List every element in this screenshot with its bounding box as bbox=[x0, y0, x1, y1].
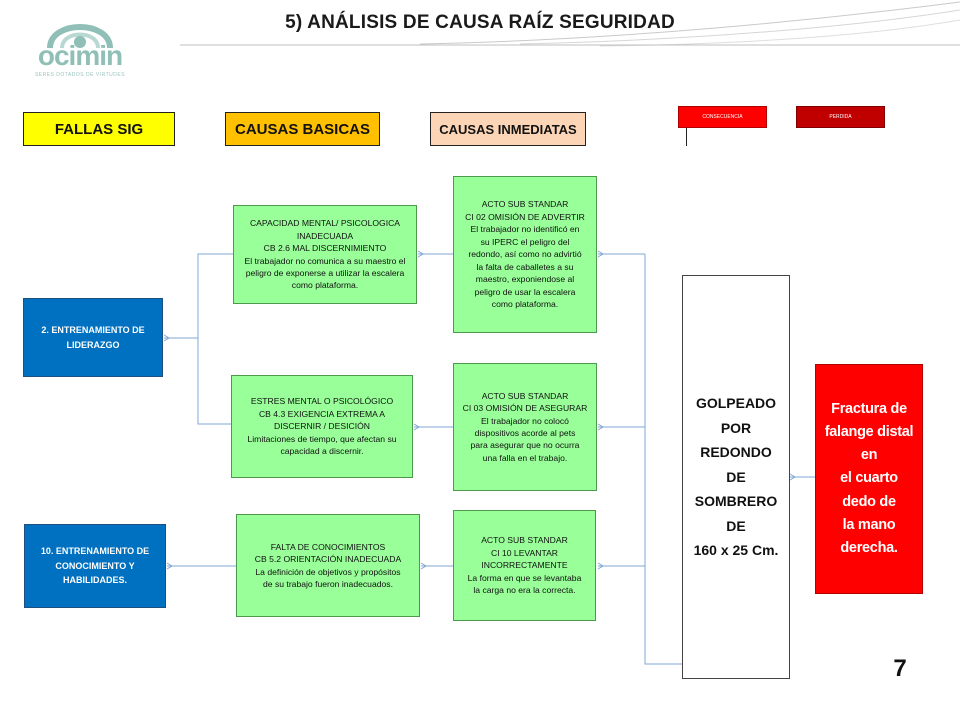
causa-inmediata-line: dispositivos acorde al pets bbox=[474, 428, 576, 438]
causa-inmediata-line: ACTO SUB STANDAR bbox=[481, 535, 568, 546]
causa-inmediata-omision-advertir: ACTO SUB STANDAR CI 02 OMISIÓN DE ADVERT… bbox=[453, 176, 597, 333]
perdida-line: falange distal en bbox=[824, 424, 914, 464]
header-causas-inmediatas: CAUSAS INMEDIATAS bbox=[430, 112, 586, 146]
causa-inmediata-line: para asegurar que no ocurra bbox=[470, 440, 580, 451]
causa-basica-line: CB 4.3 EXIGENCIA EXTREMA A bbox=[258, 408, 386, 419]
causa-basica-line: La definición de objetivos y propósitos bbox=[255, 566, 401, 577]
evento-line: 160 x 25 Cm. bbox=[693, 542, 779, 559]
connector-cb1-falla1 bbox=[197, 253, 233, 338]
causa-inmediata-line: CI 02 OMISIÓN DE ADVERTIR bbox=[465, 211, 585, 222]
page-title: 5) ANÁLISIS DE CAUSA RAÍZ SEGURIDAD bbox=[285, 12, 675, 33]
causa-inmediata-line: El trabajador no identificó en bbox=[470, 224, 580, 235]
evento-golpeado: GOLPEADO POR REDONDO DE SOMBRERO DE 160 … bbox=[682, 275, 790, 679]
perdida-line: el cuarto dedo de bbox=[840, 470, 898, 510]
causa-basica-line: como plataforma. bbox=[291, 280, 359, 291]
causa-inmediata-line: CI 03 OMISIÓN DE ASEGURAR bbox=[462, 403, 588, 414]
logo-tagline: SERES DOTADOS DE VIRTUDES bbox=[34, 72, 126, 78]
causa-basica-line: peligro de exponerse a utilizar la escal… bbox=[245, 267, 405, 278]
causa-basica-estres-mental: ESTRES MENTAL O PSICOLÓGICO CB 4.3 EXIGE… bbox=[231, 375, 413, 478]
causa-inmediata-line: El trabajador no colocó bbox=[481, 415, 569, 426]
causa-basica-line: El trabajador no comunica a su maestro e… bbox=[244, 255, 406, 266]
causa-basica-line: de su trabajo fueron inadecuados. bbox=[263, 578, 393, 589]
causa-basica-capacidad-mental: CAPACIDAD MENTAL/ PSICOLOGICA INADECUADA… bbox=[233, 205, 417, 304]
causa-inmediata-line: como plataforma. bbox=[491, 299, 559, 310]
causa-inmediata-line: ACTO SUB STANDAR bbox=[481, 199, 569, 210]
causa-inmediata-levantar-incorrectamente: ACTO SUB STANDAR CI 10 LEVANTAR INCORREC… bbox=[453, 510, 596, 621]
causa-inmediata-line: La forma en que se levantaba bbox=[467, 572, 582, 583]
causa-basica-line: CB 2.6 MAL DISCERNIMIENTO bbox=[263, 243, 387, 254]
causa-basica-line: Limitaciones de tiempo, que afectan su bbox=[247, 433, 397, 444]
causa-basica-line: DISCERNIR / DESICIÓN bbox=[274, 421, 370, 432]
header-fallas-sig: FALLAS SIG bbox=[23, 112, 175, 146]
causa-inmediata-line: su IPERC el peligro del bbox=[480, 236, 570, 247]
causa-inmediata-line: ACTO SUB STANDAR bbox=[481, 390, 569, 401]
page-number: 7 bbox=[893, 655, 907, 682]
legend-item-consecuencia: CONSECUENCIA bbox=[678, 106, 767, 128]
causa-inmediata-line: redondo, así como no advirtió bbox=[468, 249, 582, 260]
falla-sig-line: HABILIDADES. bbox=[62, 575, 127, 586]
perdida-line: la mano derecha. bbox=[840, 516, 898, 556]
connector-cb2-falla1 bbox=[197, 338, 231, 425]
falla-sig-line: LIDERAZGO bbox=[66, 339, 120, 350]
causa-inmediata-line: peligro de usar la escalera bbox=[474, 286, 576, 297]
causa-inmediata-line: la falta de caballetes a su bbox=[476, 261, 574, 272]
evento-line: SOMBRERO DE bbox=[694, 493, 778, 534]
legend-tick bbox=[686, 128, 687, 146]
logo-wordmark: ocimin bbox=[37, 40, 123, 71]
causa-basica-line: FALTA DE CONOCIMIENTOS bbox=[270, 541, 386, 552]
causa-basica-line: CB 5.2 ORIENTACIÓN INADECUADA bbox=[254, 554, 402, 565]
causa-inmediata-omision-asegurar: ACTO SUB STANDAR CI 03 OMISIÓN DE ASEGUR… bbox=[453, 363, 597, 491]
causa-basica-line: CAPACIDAD MENTAL/ PSICOLOGICA bbox=[249, 218, 401, 229]
evento-line: REDONDO DE bbox=[700, 444, 772, 485]
causa-basica-line: INADECUADA bbox=[296, 230, 354, 241]
causa-inmediata-line: una falla en el trabajo. bbox=[482, 452, 568, 463]
causa-inmediata-line: INCORRECTAMENTE bbox=[481, 560, 568, 571]
falla-sig-line: 2. ENTRENAMIENTO DE bbox=[41, 325, 145, 336]
legend-item-perdida: PERDIDA bbox=[796, 106, 885, 128]
perdida-fractura: Fractura de falange distal en el cuarto … bbox=[815, 364, 923, 594]
evento-line: GOLPEADO POR bbox=[695, 395, 777, 436]
header-causas-basicas: CAUSAS BASICAS bbox=[225, 112, 380, 146]
causa-basica-line: ESTRES MENTAL O PSICOLÓGICO bbox=[250, 396, 394, 407]
falla-sig-entrenamiento-conocimiento: 10. ENTRENAMIENTO DE CONOCIMIENTO Y HABI… bbox=[24, 524, 166, 608]
causa-basica-falta-conocimientos: FALTA DE CONOCIMIENTOS CB 5.2 ORIENTACIÓ… bbox=[236, 514, 420, 617]
falla-sig-line: 10. ENTRENAMIENTO DE bbox=[40, 546, 150, 557]
ocimin-logo-icon bbox=[47, 24, 113, 49]
causa-inmediata-line: maestro, exponiendose al bbox=[475, 274, 575, 285]
causa-inmediata-line: la carga no era la correcta. bbox=[473, 585, 576, 596]
causa-inmediata-line: CI 10 LEVANTAR bbox=[490, 547, 559, 558]
falla-sig-line: CONOCIMIENTO Y bbox=[55, 560, 135, 571]
falla-sig-entrenamiento-liderazgo: 2. ENTRENAMIENTO DE LIDERAZGO bbox=[23, 298, 163, 377]
perdida-line: Fractura de bbox=[831, 400, 907, 417]
causa-basica-line: capacidad a discernir. bbox=[280, 446, 364, 457]
connector-evento-bus bbox=[644, 254, 682, 665]
